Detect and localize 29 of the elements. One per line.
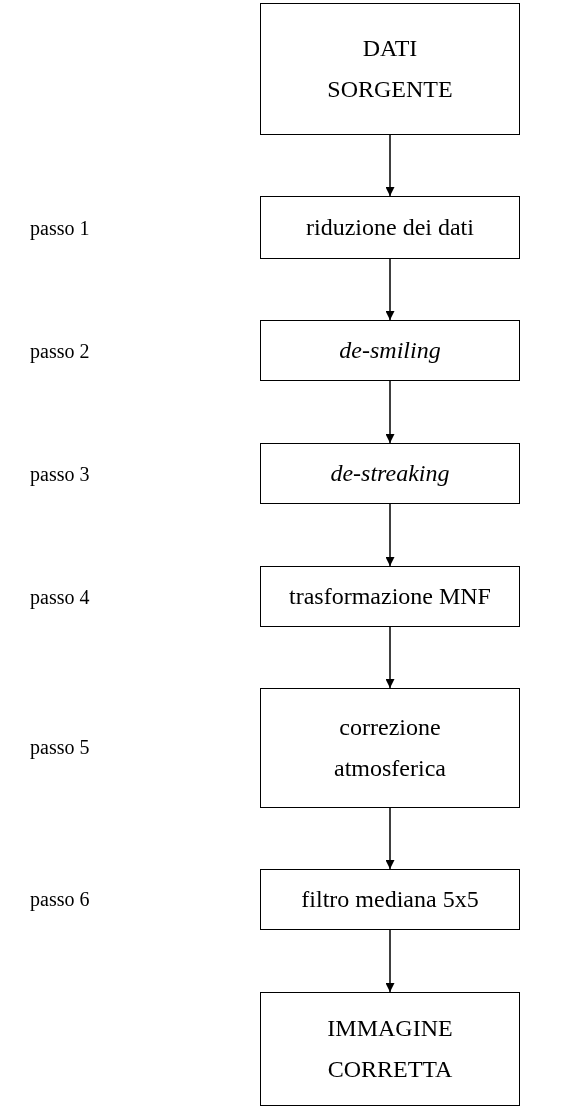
process-box xyxy=(260,3,520,135)
box-label: correzione atmosferica xyxy=(333,713,447,783)
step-label: passo 2 xyxy=(30,340,90,363)
box-label: DATI SORGENTE xyxy=(326,34,454,104)
step-label: passo 5 xyxy=(30,736,90,759)
arrow xyxy=(385,380,395,444)
step-label: passo 3 xyxy=(30,463,90,486)
box-label: riduzione dei dati xyxy=(305,213,475,243)
box-label: filtro mediana 5x5 xyxy=(300,885,480,915)
process-box xyxy=(260,443,520,504)
process-box xyxy=(260,320,520,381)
process-box xyxy=(260,688,520,808)
arrow xyxy=(385,929,395,993)
process-box xyxy=(260,992,520,1106)
process-box xyxy=(260,196,520,259)
arrow xyxy=(385,134,395,197)
step-label: passo 1 xyxy=(30,217,90,240)
box-label: trasformazione MNF xyxy=(288,582,492,612)
arrow xyxy=(385,503,395,567)
process-box xyxy=(260,869,520,930)
process-box xyxy=(260,566,520,627)
arrow xyxy=(385,807,395,870)
step-label: passo 6 xyxy=(30,888,90,911)
box-label: IMMAGINE CORRETTA xyxy=(326,1014,454,1084)
arrow xyxy=(385,626,395,689)
box-label: de-streaking xyxy=(329,459,451,489)
arrow xyxy=(385,258,395,321)
step-label: passo 4 xyxy=(30,586,90,609)
box-label: de-smiling xyxy=(338,336,442,366)
